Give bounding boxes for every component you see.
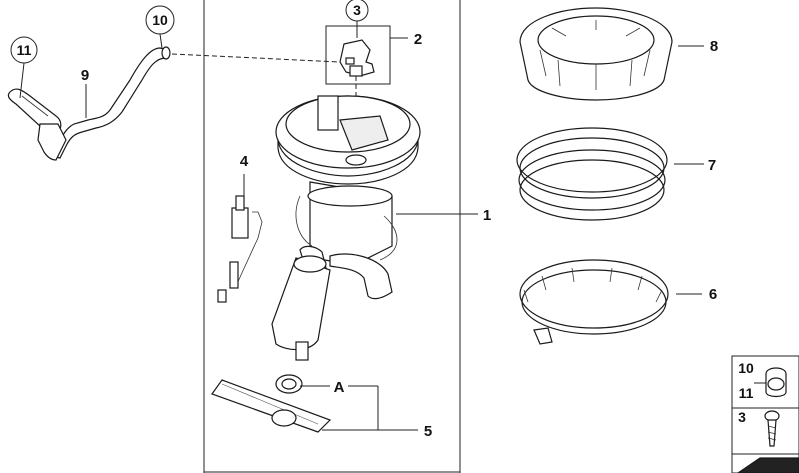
callout-A: A	[300, 379, 418, 431]
callout-4-label: 4	[240, 153, 249, 170]
valve-connector	[339, 39, 375, 77]
callout-11-label: 11	[17, 42, 32, 58]
callout-2-label: 2	[414, 31, 422, 48]
legend-10-label: 10	[738, 360, 754, 376]
filter-plate	[211, 374, 332, 433]
callout-10: 10	[145, 5, 175, 49]
callout-9-label: 9	[81, 67, 89, 84]
legend-box-clamp: 10 11	[731, 355, 799, 409]
callout-A-label: A	[334, 379, 345, 396]
callout-9: 9	[81, 67, 89, 118]
legend-11-label: 11	[739, 385, 754, 401]
callout-1-label: 1	[483, 207, 491, 224]
callout-7-label: 7	[708, 157, 716, 174]
frame-lines	[203, 0, 461, 473]
callout-6-label: 6	[709, 286, 717, 303]
legend-3-label: 3	[738, 409, 746, 425]
callout-10-label: 10	[152, 12, 168, 28]
callout-11: 11	[10, 36, 38, 99]
callout-3-top: 3	[345, 0, 369, 38]
fuel-pump-assembly	[271, 95, 478, 361]
lock-ring-cap	[519, 7, 704, 101]
legend-box-screw: 3	[731, 407, 799, 455]
callout-3-label: 3	[353, 2, 361, 18]
callout-8-label: 8	[710, 38, 718, 55]
hose-leader-dashed	[171, 53, 341, 63]
retaining-ring	[519, 259, 702, 345]
hose-part	[7, 46, 171, 161]
part-2-box	[325, 25, 408, 85]
callout-5-label: 5	[424, 423, 432, 440]
level-sender	[217, 174, 263, 303]
legend-box-tab	[731, 453, 799, 473]
seal-ring	[516, 127, 704, 221]
